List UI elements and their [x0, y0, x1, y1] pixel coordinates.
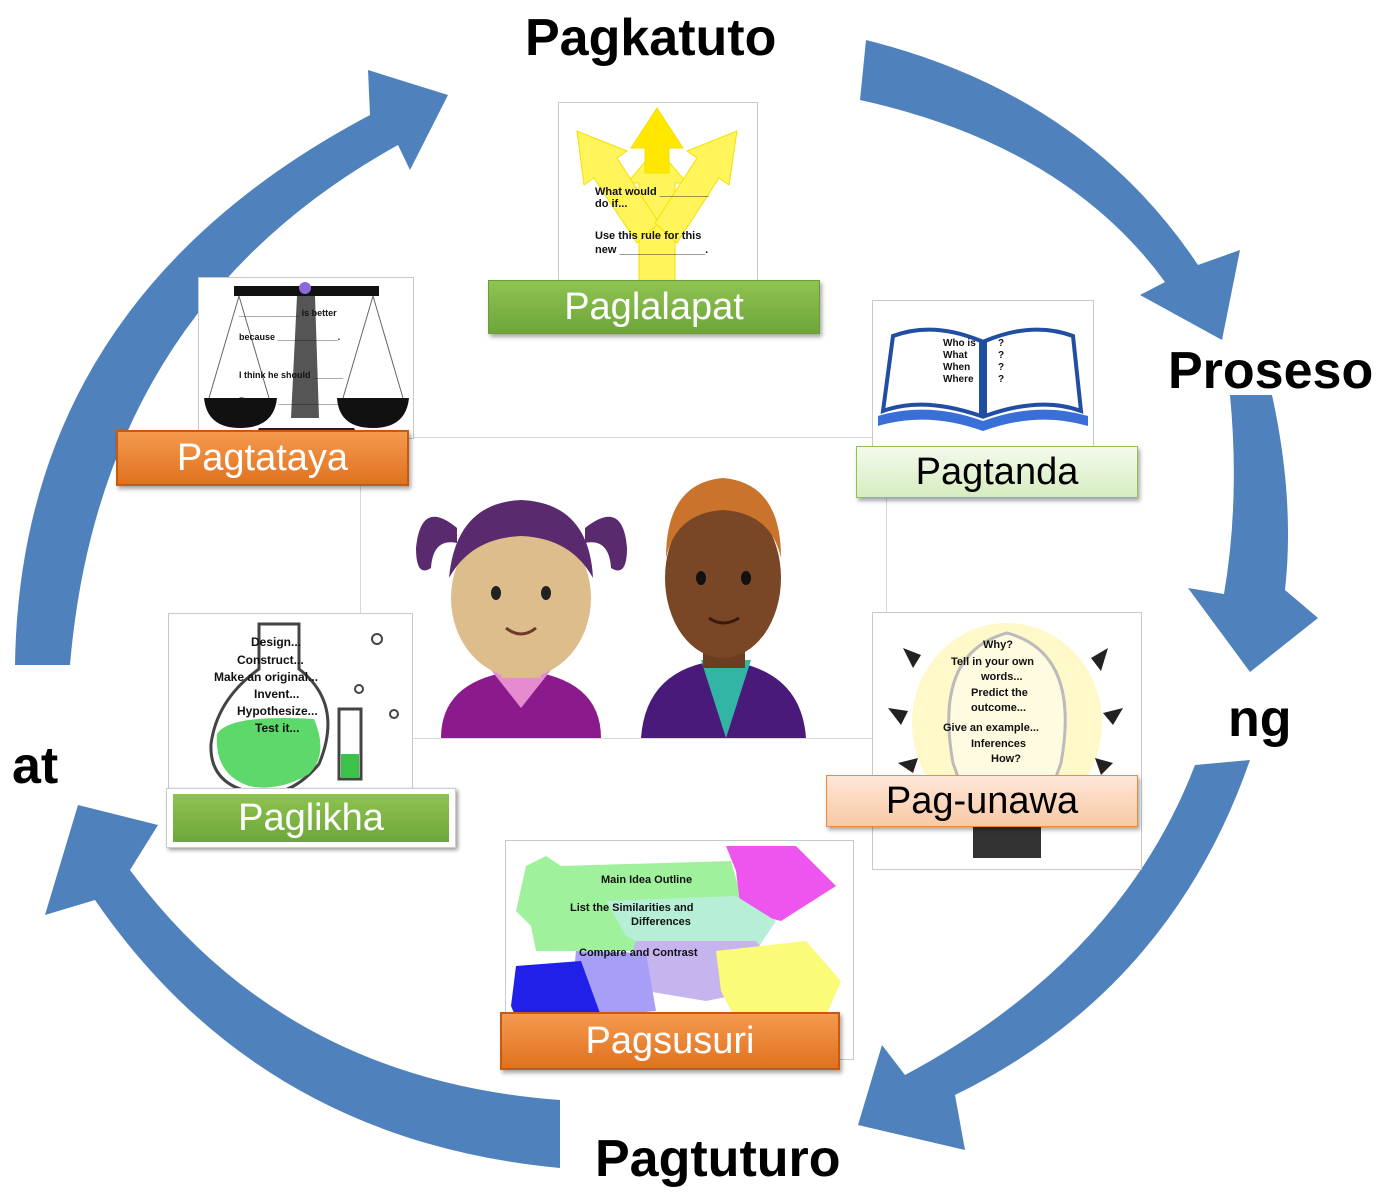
paglikha-label: Paglikha — [166, 788, 456, 848]
pagtataya-line-2: because ____________. — [239, 332, 340, 342]
paglikha-line-4: Invent... — [254, 687, 299, 701]
pagtanda-q-2: ? — [998, 350, 1004, 361]
paglalapat-card: What would ________ do if... Use this ru… — [558, 102, 758, 299]
pagtanda-label: Pagtanda — [856, 446, 1138, 498]
cycle-label-bottom: Pagtuturo — [595, 1130, 841, 1188]
arrow-right — [1188, 395, 1318, 672]
paglalapat-label: Paglalapat — [488, 280, 820, 334]
pagsusuri-line-2: List the Similarities and — [570, 902, 693, 914]
pagtataya-line-3: I think he should ______ — [239, 370, 344, 380]
paglalapat-line-2: do if... — [595, 198, 627, 210]
pagsusuri-label: Pagsusuri — [500, 1012, 840, 1070]
pagtanda-line-4: Where — [943, 374, 974, 385]
paglalapat-line-1: What would ________ — [595, 186, 710, 198]
pagunawa-line-1: Why? — [983, 639, 1013, 651]
cycle-label-right-lower: ng — [1228, 690, 1292, 748]
pagunawa-line-8: How? — [991, 753, 1021, 765]
arrow-top-right — [860, 40, 1240, 340]
pagunawa-line-5: outcome... — [971, 702, 1026, 714]
pagtanda-q-4: ? — [998, 374, 1004, 385]
paglikha-line-2: Construct... — [237, 653, 304, 667]
pagunawa-card: Why? Tell in your own words... Predict t… — [872, 612, 1142, 870]
cycle-label-left: at — [12, 737, 59, 795]
pagsusuri-line-4: Compare and Contrast — [579, 947, 698, 959]
pagtataya-card: ____________ is better because _________… — [198, 277, 414, 439]
pagtataya-line-1: ____________ is better — [238, 308, 337, 318]
puzzle-icon: Main Idea Outline List the Similarities … — [511, 846, 841, 1051]
arrows-up-icon: What would ________ do if... Use this ru… — [576, 107, 738, 298]
pagunawa-line-2: Tell in your own — [951, 656, 1034, 668]
pagunawa-line-7: Inferences — [971, 738, 1026, 750]
paglikha-line-1: Design... — [251, 635, 301, 649]
cycle-label-top: Pagkatuto — [525, 9, 777, 67]
book-icon: Who is What When Where ? ? ? ? — [878, 327, 1088, 431]
pagtanda-q-1: ? — [998, 338, 1004, 349]
paglikha-card: Design... Construct... Make an original.… — [168, 613, 413, 800]
paglalapat-line-3: Use this rule for this — [595, 230, 701, 242]
paglikha-line-5: Hypothesize... — [237, 704, 318, 718]
paglikha-line-3: Make an original... — [214, 670, 318, 684]
pagtanda-q-3: ? — [998, 362, 1004, 373]
arrow-bottom-left — [45, 805, 560, 1168]
pagtanda-card: Who is What When Where ? ? ? ? — [872, 300, 1094, 452]
lightbulb-icon: Why? Tell in your own words... Predict t… — [888, 623, 1123, 858]
boy-figure — [641, 478, 806, 738]
pagunawa-line-4: Predict the — [971, 687, 1028, 699]
girl-figure — [416, 500, 627, 738]
pagtanda-line-1: Who is — [943, 338, 976, 349]
pagtataya-label: Pagtataya — [116, 430, 409, 486]
paglikha-line-6: Test it... — [255, 721, 299, 735]
pagsusuri-line-1: Main Idea Outline — [601, 874, 692, 886]
pagtataya-line-4: Because ______________ — [239, 396, 350, 406]
pagunawa-line-6: Give an example... — [943, 722, 1039, 734]
paglalapat-line-4: new ______________. — [595, 244, 708, 256]
arrow-bottom-right — [858, 760, 1250, 1150]
flask-icon: Design... Construct... Make an original.… — [209, 622, 399, 796]
pagsusuri-line-3: Differences — [631, 916, 691, 928]
students-illustration — [360, 437, 887, 739]
pagtanda-line-3: When — [943, 362, 970, 373]
pagunawa-label: Pag-unawa — [826, 775, 1138, 827]
pagtanda-line-2: What — [943, 350, 968, 361]
scale-icon: ____________ is better because _________… — [204, 282, 409, 438]
pagunawa-line-3: words... — [980, 671, 1023, 683]
cycle-label-right: Proseso — [1168, 342, 1374, 400]
students-clipart — [416, 478, 806, 738]
arrow-left — [15, 70, 448, 665]
paglikha-label-text: Paglikha — [173, 794, 449, 842]
